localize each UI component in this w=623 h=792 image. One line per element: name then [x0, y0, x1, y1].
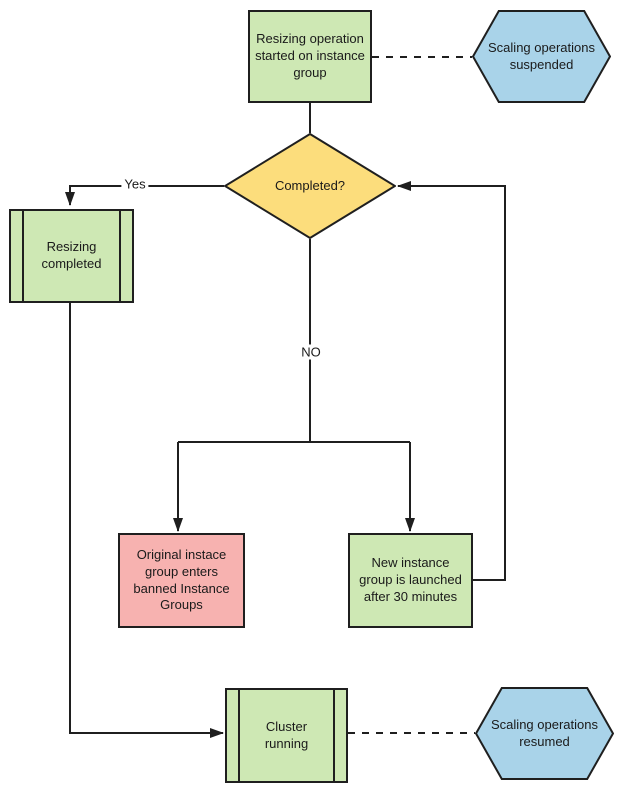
scaling-suspended-hexagon: Scaling operations suspended — [472, 10, 611, 103]
start-process-node: Resizing operation started on instance g… — [248, 10, 372, 103]
edge-label-no: NO — [298, 344, 324, 360]
edge-label-yes: Yes — [121, 176, 149, 192]
completed-decision-diamond: Completed? — [224, 133, 396, 239]
cluster-running-label: Cluster running — [264, 718, 309, 751]
inner-bar-left — [238, 690, 240, 781]
resizing-completed-label: Resizing completed — [41, 239, 102, 271]
completed-decision-label: Completed? — [274, 177, 346, 193]
edge-resizing-to-cluster — [69, 303, 224, 738]
inner-bar-right — [119, 211, 121, 301]
new-instance-group-node: New instance group is launched after 30 … — [348, 533, 473, 628]
edge-new-group-to-decision — [397, 181, 506, 581]
new-instance-group-label: New instance group is launched after 30 … — [359, 555, 462, 604]
scaling-resumed-hexagon: Scaling operations resumed — [475, 687, 614, 780]
inner-bar-left — [22, 211, 24, 301]
scaling-resumed-label: Scaling operations resumed — [491, 716, 598, 749]
start-process-label: Resizing operation started on instance g… — [255, 31, 365, 80]
inner-bar-right — [333, 690, 335, 781]
banned-groups-node: Original instace group enters banned Ins… — [118, 533, 245, 628]
diamond-shape — [224, 133, 396, 239]
cluster-running-node: Cluster running — [225, 688, 348, 783]
banned-groups-label: Original instace group enters banned Ins… — [133, 546, 230, 613]
resizing-completed-node: Resizing completed — [9, 209, 134, 303]
scaling-suspended-label: Scaling operations suspended — [488, 39, 595, 72]
edge-decision-yes — [65, 185, 224, 206]
hexagon-shape — [475, 687, 614, 780]
hexagon-shape — [472, 10, 611, 103]
